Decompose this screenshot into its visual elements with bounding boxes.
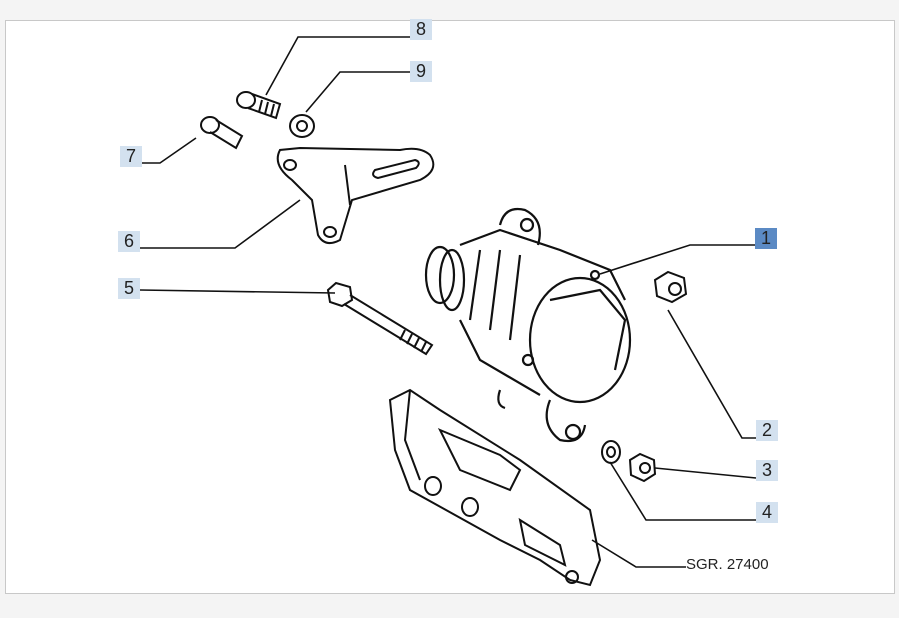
callout-1[interactable]: 1	[755, 228, 777, 249]
engine-support-bracket	[388, 388, 602, 587]
part-7-bolt[interactable]	[200, 116, 244, 150]
callout-6[interactable]: 6	[118, 231, 140, 252]
part-9-washer[interactable]	[289, 114, 315, 138]
part-3-nut[interactable]	[628, 452, 657, 483]
part-1-alternator[interactable]	[424, 207, 632, 443]
callout-5[interactable]: 5	[118, 278, 140, 299]
callout-8[interactable]: 8	[410, 19, 432, 40]
drawing-reference-code: SGR. 27400	[686, 556, 769, 573]
callout-7[interactable]: 7	[120, 146, 142, 167]
part-2-nut[interactable]	[653, 270, 688, 304]
callout-4[interactable]: 4	[756, 502, 778, 523]
part-8-bolt[interactable]	[236, 91, 282, 120]
leader-lines	[139, 36, 757, 568]
part-6-bracket[interactable]	[276, 146, 435, 245]
callout-2[interactable]: 2	[756, 420, 778, 441]
callout-9[interactable]: 9	[410, 61, 432, 82]
diagram-frame	[5, 20, 895, 594]
part-5-long-bolt[interactable]	[326, 281, 434, 356]
callout-3[interactable]: 3	[756, 460, 778, 481]
part-4-washer[interactable]	[601, 440, 621, 464]
